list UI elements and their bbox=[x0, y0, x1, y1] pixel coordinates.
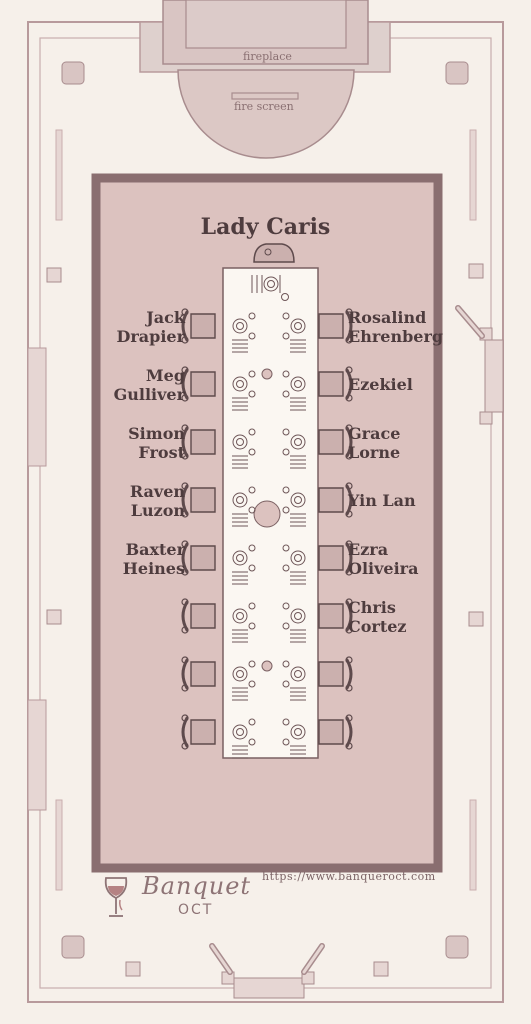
place-setting-right-2 bbox=[282, 370, 306, 411]
guest-name-right: Chris Cortez bbox=[348, 598, 407, 636]
chair-right-2 bbox=[318, 366, 353, 402]
website-url: https://www.banqueroct.com bbox=[262, 870, 436, 883]
wall-panel bbox=[469, 799, 477, 891]
wall-panel bbox=[55, 799, 63, 891]
head-place-setting bbox=[251, 275, 289, 301]
window-left-1 bbox=[27, 347, 47, 467]
centerpiece-large bbox=[253, 500, 281, 528]
place-setting-right-6 bbox=[282, 602, 306, 643]
corner-pillar-tl bbox=[61, 61, 85, 85]
door-leaf-inner bbox=[456, 306, 484, 338]
head-of-table-name: Lady Caris bbox=[200, 214, 331, 240]
brand-name: Banquet bbox=[142, 872, 252, 900]
fire-screen bbox=[231, 92, 299, 100]
chair-right-5 bbox=[318, 540, 353, 576]
door-leaf-inner bbox=[302, 944, 324, 974]
brand-subtitle: OCT bbox=[178, 902, 214, 918]
place-setting-left-3 bbox=[232, 428, 256, 469]
chair-left-6 bbox=[181, 598, 216, 634]
place-setting-left-7 bbox=[232, 660, 256, 701]
guest-name-left: Raven Luzon bbox=[129, 482, 185, 520]
place-setting-left-4 bbox=[232, 486, 256, 527]
chair-left-8 bbox=[181, 714, 216, 750]
chair-right-7 bbox=[318, 656, 353, 692]
wall-panel bbox=[469, 129, 477, 221]
corner-pillar-br bbox=[445, 935, 469, 959]
wall-pier bbox=[125, 961, 141, 977]
guest-name-left: Simon Frost bbox=[128, 424, 185, 462]
place-setting-right-7 bbox=[282, 660, 306, 701]
fire-screen-area bbox=[177, 69, 355, 159]
place-setting-right-8 bbox=[282, 718, 306, 759]
place-setting-right-4 bbox=[282, 486, 306, 527]
guest-name-right: Rosalind Ehrenberg bbox=[348, 308, 444, 346]
place-setting-right-1 bbox=[282, 312, 306, 353]
fire-screen-label: fire screen bbox=[234, 100, 294, 113]
seat-group bbox=[181, 308, 353, 759]
guest-name-left: Meg Gulliver bbox=[113, 366, 185, 404]
place-setting-left-8 bbox=[232, 718, 256, 759]
fireplace-inner bbox=[185, 0, 347, 49]
place-setting-right-3 bbox=[282, 428, 306, 469]
chair-right-4 bbox=[318, 482, 353, 518]
place-setting-left-5 bbox=[232, 544, 256, 585]
chair-left-1 bbox=[181, 308, 216, 344]
wine-glass-icon bbox=[104, 877, 128, 917]
chair-right-8 bbox=[318, 714, 353, 750]
guest-name-left: Jack Drapier bbox=[116, 308, 185, 346]
wall-panel bbox=[55, 129, 63, 221]
chair-right-1 bbox=[318, 308, 353, 344]
guest-name-right: Yin Lan bbox=[348, 491, 416, 510]
wall-pier bbox=[46, 267, 62, 283]
corner-pillar-tr bbox=[445, 61, 469, 85]
centerpiece-small bbox=[261, 368, 273, 380]
chair-left-2 bbox=[181, 366, 216, 402]
door-post bbox=[479, 411, 493, 425]
place-setting-left-1 bbox=[232, 312, 256, 353]
side-door bbox=[484, 339, 504, 413]
fireplace-label: fireplace bbox=[243, 50, 292, 63]
chair-left-5 bbox=[181, 540, 216, 576]
chair-right-3 bbox=[318, 424, 353, 460]
wall-pier bbox=[468, 263, 484, 279]
centerpiece-small bbox=[261, 660, 273, 672]
chair-right-6 bbox=[318, 598, 353, 634]
door-post bbox=[301, 971, 315, 985]
guest-name-right: Ezekiel bbox=[348, 375, 413, 394]
place-setting-right-5 bbox=[282, 544, 306, 585]
place-setting-left-2 bbox=[232, 370, 256, 411]
place-setting-left-6 bbox=[232, 602, 256, 643]
window-left-2 bbox=[27, 699, 47, 811]
main-door bbox=[233, 977, 305, 999]
wall-pier bbox=[373, 961, 389, 977]
guest-name-right: Grace Lorne bbox=[348, 424, 401, 462]
chair-left-4 bbox=[181, 482, 216, 518]
chair-left-3 bbox=[181, 424, 216, 460]
corner-pillar-bl bbox=[61, 935, 85, 959]
wall-pier bbox=[46, 609, 62, 625]
guest-name-right: Ezra Oliveira bbox=[348, 540, 419, 578]
head-chair bbox=[253, 243, 295, 263]
guest-name-left: Baxter Heines bbox=[122, 540, 185, 578]
door-leaf-inner bbox=[210, 944, 232, 974]
chair-left-7 bbox=[181, 656, 216, 692]
wall-pier bbox=[468, 611, 484, 627]
